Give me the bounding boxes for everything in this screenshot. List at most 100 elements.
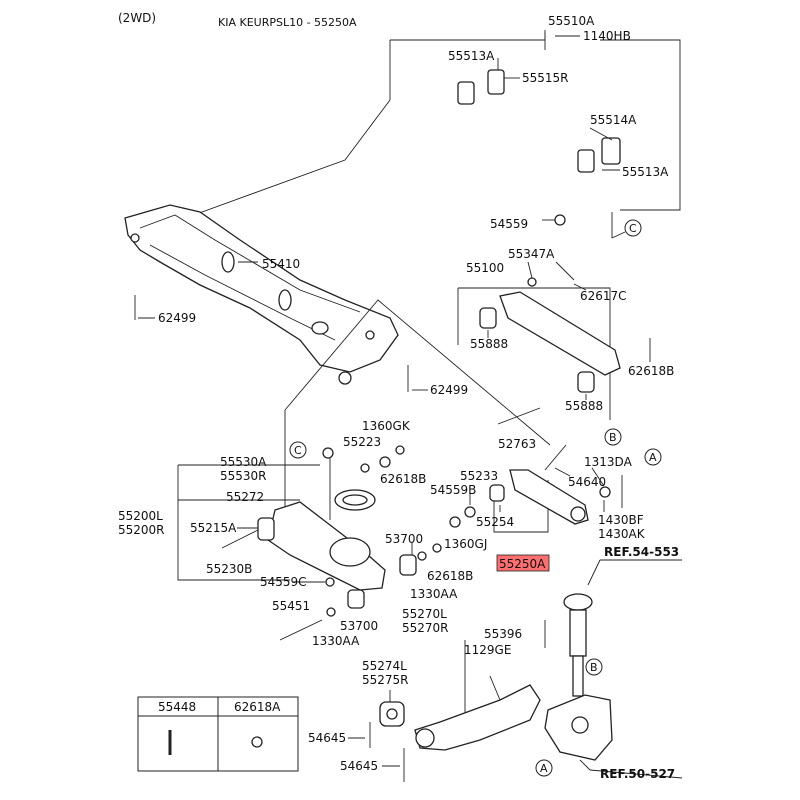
label-54559B: 54559B [430,483,476,497]
label-62618B-arm: 62618B [427,569,473,583]
label-55215A: 55215A [190,521,237,535]
label-1140HB: 1140HB [583,29,631,43]
label-54559C: 54559C [260,575,307,589]
label-62617C: 62617C [580,289,627,303]
label-53700-upper: 53700 [385,532,423,546]
shock-knuckle-group [544,559,683,779]
label-55100: 55100 [466,261,504,275]
label-55530R: 55530R [220,469,267,483]
label-55275R: 55275R [362,673,409,687]
trailing-arm-55270 [414,684,541,751]
label-54559: 54559 [490,217,528,231]
label-55233: 55233 [460,469,498,483]
label-1430AK: 1430AK [598,527,646,541]
callout-b-bottom [585,658,603,676]
nut-54559 [554,214,566,226]
callout-b-mid [604,428,622,446]
nut-54559C [325,577,335,587]
nut-54559B [464,506,476,518]
model-reference-label: KIA KEURPSL10 - 55250A [218,16,357,29]
bushing-55888-right [577,371,595,393]
label-55347A: 55347A [508,247,555,261]
washer-55223 [360,463,370,473]
trailing-arm-group [348,640,541,782]
label-55396: 55396 [484,627,522,641]
nut-1360GK [379,456,391,468]
callout-a-mid [644,448,662,466]
bracket-55514A [601,137,621,165]
label-1313DA: 1313DA [584,455,633,469]
label-1330AA-lower: 1330AA [312,634,360,648]
label-55451: 55451 [272,599,310,613]
lower-arm-55200 [267,501,386,591]
highlight-55250A-label: 55250A [499,557,546,571]
label-55510A: 55510A [548,14,595,28]
bushing-53700-upper [399,554,417,576]
legend-col-62618A: 62618A [234,700,281,714]
label-55514A: 55514A [590,113,637,127]
legend-table [137,696,299,772]
callout-c-top [624,219,642,237]
lateral-arm-55250A [509,469,589,525]
label-1129GE: 1129GE [464,643,511,657]
label-55200L: 55200L [118,509,163,523]
label-62499-right: 62499 [430,383,468,397]
label-55270R: 55270R [402,621,449,635]
bushing-55888-left [479,307,497,329]
lower-arm-group [177,445,442,641]
label-62618B-lower: 62618B [380,472,426,486]
bushing-55513A-top [457,81,475,105]
shock-absorber-55396 [569,609,587,657]
nut-1313DA [599,486,611,498]
crossmember-group [124,204,428,392]
shock-top-mount [563,593,593,611]
crossmember-55410 [124,204,399,373]
stabilizer-bar-group [179,30,681,226]
label-55272: 55272 [226,490,264,504]
callout-a-mid-label: A [649,451,657,464]
label-54645-upper: 54645 [308,731,346,745]
label-53700-lower: 53700 [340,619,378,633]
bushing-53700-lower [347,589,365,609]
label-1360GK: 1360GK [362,419,411,433]
label-62618B-upper: 62618B [628,364,674,378]
label-55515R: 55515R [522,71,569,85]
label-55530A: 55530A [220,455,267,469]
callout-a-bottom [535,759,553,777]
label-55230B: 55230B [206,562,252,576]
label-55270L: 55270L [402,607,447,621]
bracket-55515R [487,69,505,95]
label-54645-lower: 54645 [340,759,378,773]
label-54640: 54640 [568,475,606,489]
label-55888-right: 55888 [565,399,603,413]
label-55513A-right: 55513A [622,165,669,179]
nut-1360GJ [449,516,461,528]
label-1430BF: 1430BF [598,513,644,527]
label-1330AA-upper: 1330AA [410,587,458,601]
drive-type-label: (2WD) [118,11,156,25]
label-55274L: 55274L [362,659,407,673]
ref-50-527: REF.50-527 [600,767,675,781]
lateral-arm-group [449,444,623,533]
label-1360GJ: 1360GJ [444,537,487,551]
callout-b-mid-label: B [609,431,617,444]
bushing-55215A [257,517,275,541]
label-55223: 55223 [343,435,381,449]
callout-c-top-label: C [629,222,637,235]
label-62499-left: 62499 [158,311,196,325]
label-52763: 52763 [498,437,536,451]
callout-c-lower [289,441,307,459]
ref-54-553: REF.54-553 [604,545,679,559]
highlight-55250A-box [496,554,550,572]
label-55513A-top: 55513A [448,49,495,63]
label-55200R: 55200R [118,523,165,537]
nut-62618A-icon [251,736,263,748]
bushing-55513A-right [577,149,595,173]
legend-col-55448: 55448 [158,700,196,714]
stabilizer-bar [399,91,596,210]
nut-62618B [395,445,405,455]
callout-b-bottom-label: B [590,661,598,674]
label-55254: 55254 [476,515,514,529]
